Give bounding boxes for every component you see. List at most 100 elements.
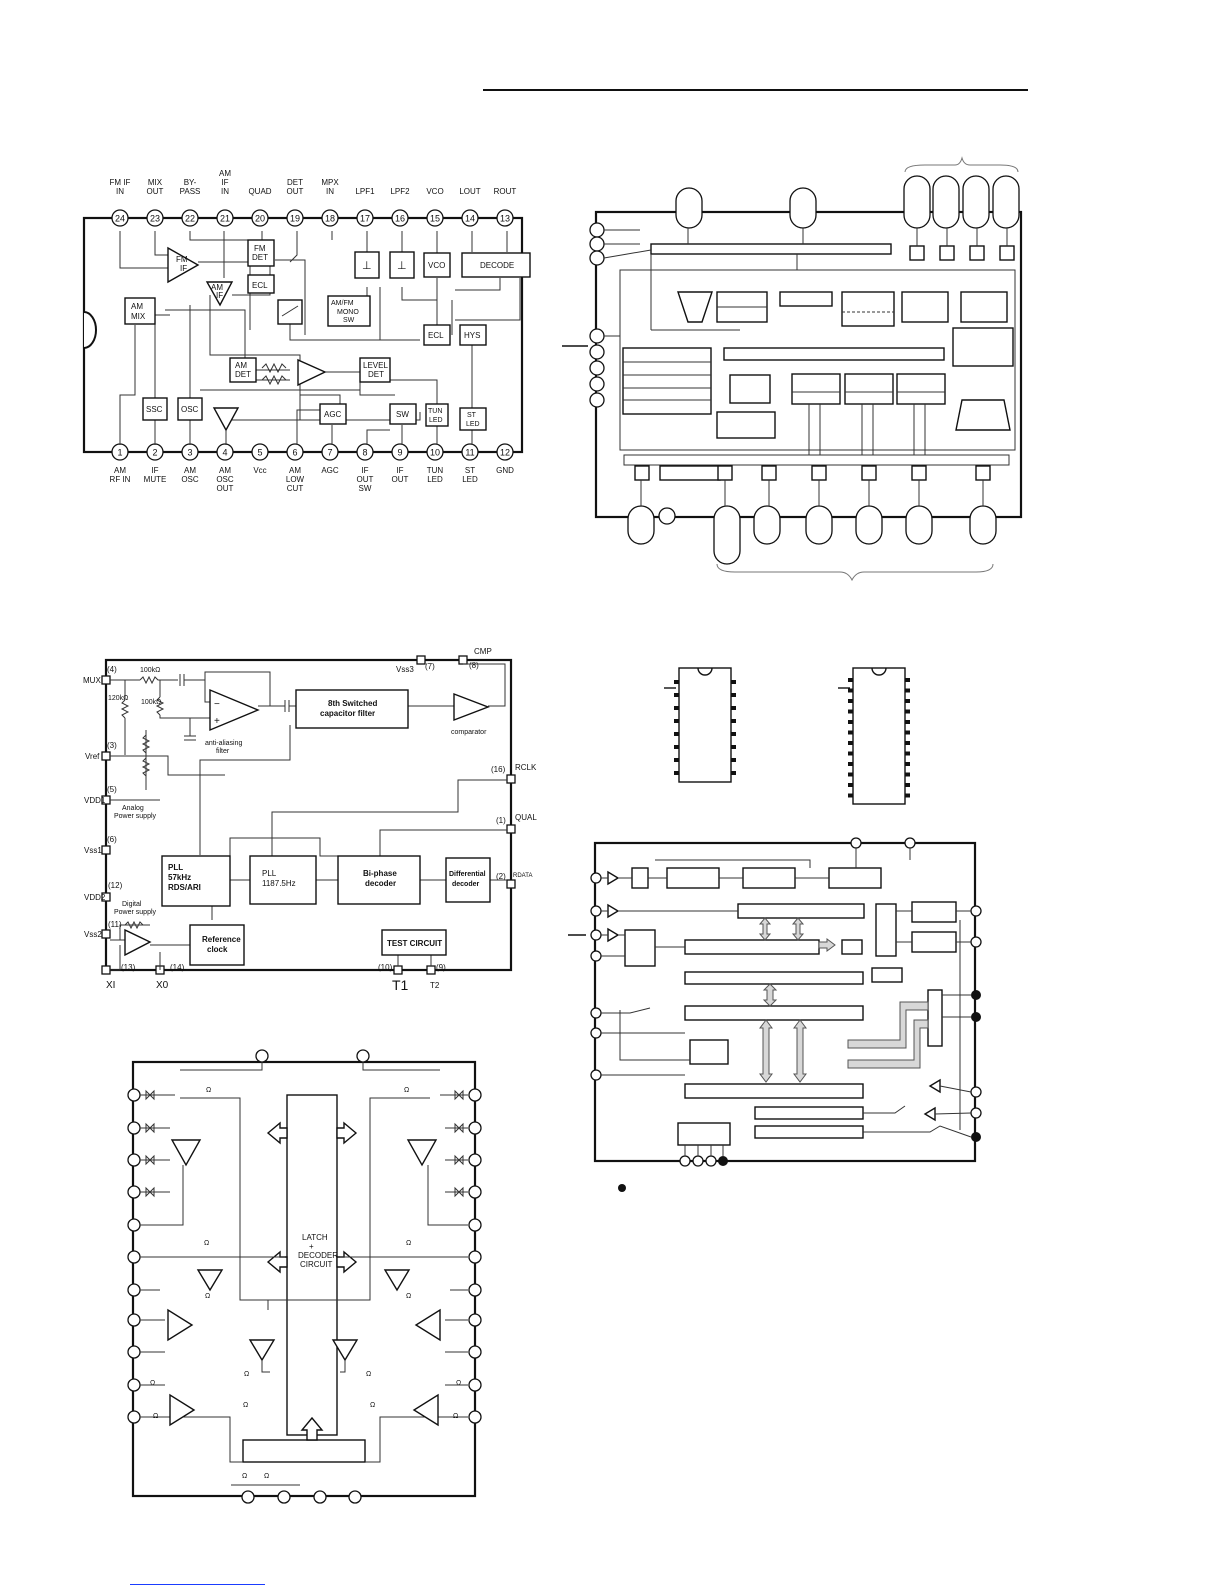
pin-circle <box>391 209 409 227</box>
pin-circle <box>286 443 304 461</box>
pin-label: DET <box>287 178 303 187</box>
top-brace <box>904 156 1019 173</box>
dip-24-body <box>852 667 906 805</box>
am-if-label-2: IF <box>216 291 223 300</box>
filter-block-1 <box>354 251 380 279</box>
pin-circle <box>251 443 269 461</box>
osc-label: OSC <box>181 405 199 414</box>
dip-pin <box>905 678 910 682</box>
pin-circle <box>468 1378 482 1392</box>
opamp-plus: + <box>214 716 220 727</box>
tun-led-label-2: LED <box>429 417 443 424</box>
pin-circle <box>468 1283 482 1297</box>
dip-pin <box>674 693 679 697</box>
pin-label: AM <box>219 466 231 475</box>
diffdec-label-2: decoder <box>452 881 480 888</box>
pin-vdd2-label: VDD2 <box>84 893 106 902</box>
pin-vss3-number: (7) <box>425 662 435 671</box>
dip-pin <box>905 709 910 714</box>
pin-circle <box>461 443 479 461</box>
am-mix-label: AM <box>131 302 143 311</box>
pin-label: LOW <box>286 475 305 484</box>
analog-ps-label-2: Power supply <box>114 813 157 820</box>
comparator-label: comparator <box>451 729 487 736</box>
pin-label: FM IF <box>110 178 131 187</box>
pin-circle <box>356 443 374 461</box>
block-decode: DECODE <box>461 252 531 278</box>
pin-label: IF <box>151 466 158 475</box>
bus-arrow-right-top <box>336 1121 358 1145</box>
analog-switch <box>454 1186 464 1198</box>
test-circuit-label: TEST CIRCUIT <box>387 939 442 948</box>
bus-arrow-left-top <box>266 1121 288 1145</box>
gray-bus-4 <box>758 917 772 941</box>
pin-circle <box>356 209 374 227</box>
dip-pin <box>848 793 853 798</box>
latch-label: LATCH <box>302 1233 328 1242</box>
pin-label: LED <box>462 475 478 484</box>
block-ecl-2: ECL <box>423 324 451 346</box>
level-det-label: LEVEL <box>363 361 388 370</box>
pin-number: 7 <box>327 448 332 458</box>
pin-label: IN <box>116 187 124 196</box>
pin-circle <box>426 443 444 461</box>
pin-qual-number: (1) <box>496 816 506 825</box>
sw-label: SW <box>396 410 409 419</box>
pin-label: OUT <box>287 187 304 196</box>
dip-pin <box>731 719 736 723</box>
block-sw: SW <box>389 403 417 425</box>
pin-circle <box>127 1378 141 1392</box>
opamp-l5 <box>169 1393 196 1427</box>
dsp-wiring <box>601 848 972 1156</box>
resistor-100k-2: 100kΩ <box>141 699 161 706</box>
pin-label: CUT <box>287 484 304 493</box>
pin-number: 13 <box>500 214 510 224</box>
pin-circle <box>468 1250 482 1264</box>
pin-circle <box>461 209 479 227</box>
pin-circle <box>146 209 164 227</box>
dip-pin <box>731 732 736 736</box>
pin-circle <box>391 443 409 461</box>
block-st-led: ST LED <box>459 407 487 431</box>
dip-pin <box>905 688 910 693</box>
gray-bus-1 <box>759 1019 773 1083</box>
pin-label: ST <box>465 466 475 475</box>
dip-pin <box>848 688 853 693</box>
pin-circle <box>127 1185 141 1199</box>
refclk-label-2: clock <box>207 945 228 954</box>
biphase-label-2: decoder <box>365 879 396 888</box>
opamp-r2 <box>383 1269 411 1292</box>
decode-label: DECODE <box>480 261 514 270</box>
dip-pin <box>905 772 910 777</box>
latch-label-2: + <box>309 1242 314 1251</box>
pin-circle <box>127 1313 141 1327</box>
pin-label: OUT <box>357 475 374 484</box>
diffdec-label: Differential <box>449 871 486 878</box>
am-if-label: AM <box>211 283 223 292</box>
anti-aliasing-opamp <box>209 688 260 732</box>
pin-cmp-label: CMP <box>474 647 492 656</box>
bottom-pins <box>241 1490 362 1504</box>
ssc-label: SSC <box>146 405 163 414</box>
pin-label: VCO <box>426 187 443 196</box>
pin-circle <box>111 209 129 227</box>
pin-number: 14 <box>465 214 475 224</box>
pin-circle <box>286 209 304 227</box>
analog-switch <box>454 1089 464 1101</box>
svg-text:Ω: Ω <box>242 1473 247 1480</box>
biphase-decoder-block <box>337 855 421 905</box>
pin-label: LED <box>427 475 443 484</box>
pin-number: 6 <box>292 448 297 458</box>
analog-switch <box>145 1122 155 1134</box>
block-am-mix: AM MIX <box>124 297 156 325</box>
fm-det-label-2: DET <box>252 253 268 262</box>
comparator-block <box>453 692 490 722</box>
right-pin-column <box>454 1088 482 1424</box>
pin-number: 4 <box>222 448 227 458</box>
pin-label: QUAD <box>248 187 271 196</box>
pin-circle <box>127 1345 141 1359</box>
am-fm-mono-label: AM/FM <box>331 300 354 307</box>
